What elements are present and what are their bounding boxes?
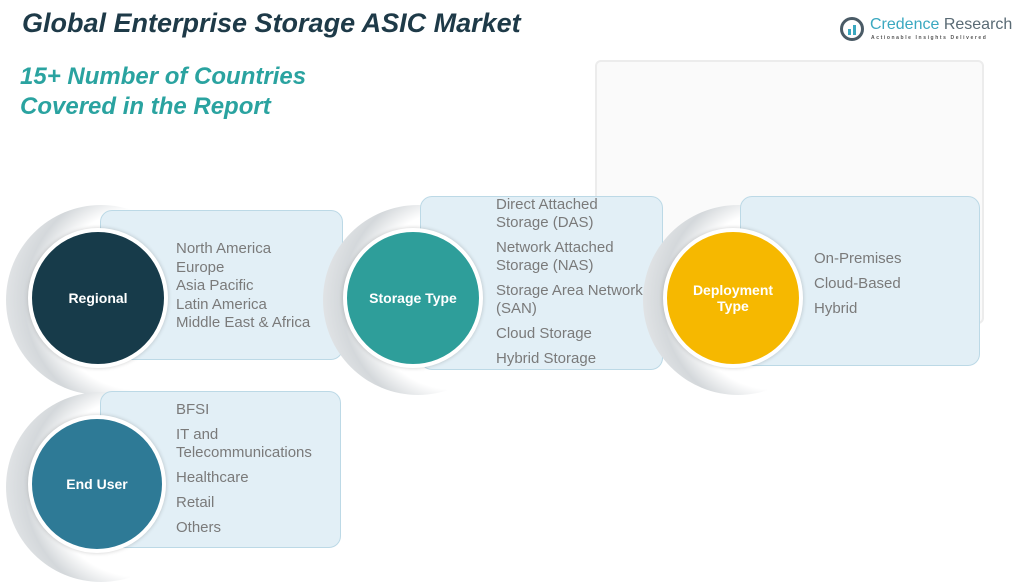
list-item: Healthcare [176, 469, 249, 486]
enduser-circle: End User [28, 415, 166, 553]
list-item: IT and Telecommunications [176, 426, 312, 461]
storage-list: Direct Attached Storage (DAS) Network Att… [496, 196, 646, 375]
list-item: Hybrid Storage [496, 350, 597, 367]
list-item: BFSI [176, 401, 210, 418]
logo: Credence Research Actionable Insights De… [840, 14, 1020, 48]
list-item: Direct Attached Storage (DAS) [496, 196, 598, 231]
logo-icon [840, 17, 864, 41]
list-item: North America [176, 240, 272, 257]
regional-circle: Regional [28, 228, 168, 368]
page-title: Global Enterprise Storage ASIC Market [22, 8, 521, 38]
list-item: Latin America [176, 295, 267, 313]
list-item: Middle East & Africa [176, 314, 311, 331]
list-item: Cloud Storage [496, 325, 592, 342]
list-item: Others [176, 519, 222, 536]
list-item: Retail [176, 494, 215, 511]
list-item: Hybrid [814, 300, 858, 317]
list-item: Storage Area Network (SAN) [496, 282, 643, 317]
list-item: Cloud-Based [814, 275, 901, 292]
list-item: Asia Pacific [176, 277, 254, 294]
list-item: On-Premises [814, 250, 902, 267]
deployment-circle: Deployment Type [663, 228, 803, 368]
list-item: Network Attached Storage (NAS) [496, 239, 614, 274]
subtitle-line: 15+ Number of Countries [20, 63, 307, 90]
storage-circle: Storage Type [343, 228, 483, 368]
list-item: Europe [176, 258, 225, 276]
subtitle-line: Covered in the Report [20, 93, 271, 120]
subtitle: 15+ Number of Countries Covered in the R… [20, 62, 306, 122]
